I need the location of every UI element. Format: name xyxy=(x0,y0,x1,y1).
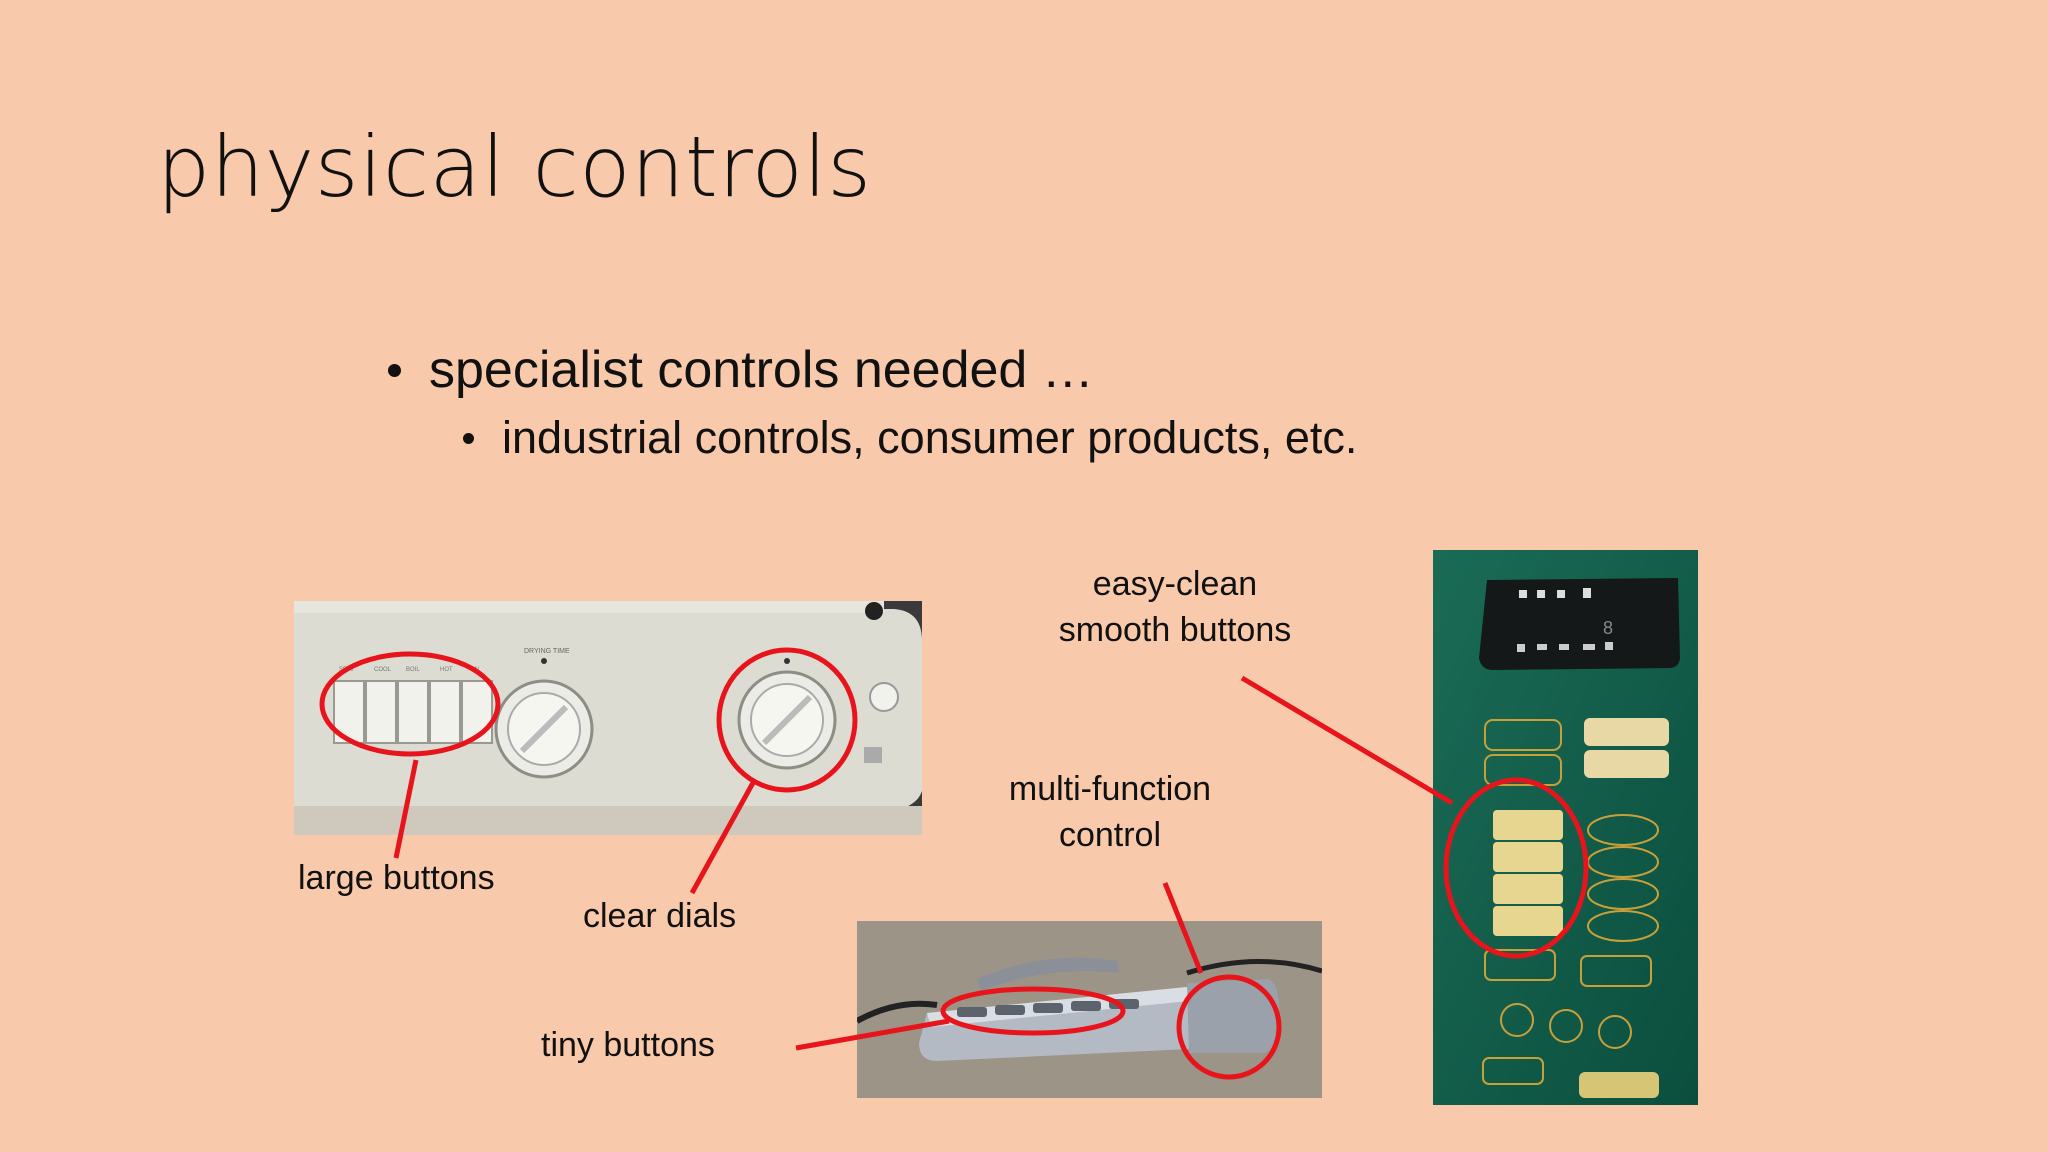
label-easy-clean: easy-clean smooth buttons xyxy=(1040,561,1310,653)
pointer-line xyxy=(1162,882,1204,974)
bullet-dot-icon xyxy=(463,432,474,444)
microwave-panel-photo: 8 xyxy=(1433,550,1698,1105)
svg-text:HOT: HOT xyxy=(440,667,453,673)
bullet-dot-icon xyxy=(388,363,401,377)
sub-bullet-text: industrial controls, consumer products, … xyxy=(502,412,1358,463)
slide-title: physical controls xyxy=(157,118,872,216)
label-easy-clean-line1: easy-clean xyxy=(1092,565,1258,603)
svg-text:8: 8 xyxy=(1603,618,1613,638)
pointer-line xyxy=(689,779,757,895)
label-large-buttons: large buttons xyxy=(298,859,495,897)
remote-control-photo xyxy=(857,921,1322,1098)
label-clear-dials: clear dials xyxy=(583,897,737,935)
bullet-item: specialist controls needed … xyxy=(388,340,1094,400)
pointer-line xyxy=(1240,675,1454,806)
svg-text:COOL: COOL xyxy=(374,667,392,673)
pointer-line xyxy=(393,759,419,859)
svg-text:BOIL: BOIL xyxy=(406,667,420,673)
label-easy-clean-line2: smooth buttons xyxy=(1058,611,1292,649)
label-multi-function: multi-function control xyxy=(990,766,1230,858)
svg-text:DRYING TIME: DRYING TIME xyxy=(524,648,570,655)
pointer-line xyxy=(795,1018,950,1051)
label-tiny-buttons: tiny buttons xyxy=(541,1026,715,1064)
label-multi-function-line2: control xyxy=(1058,816,1162,854)
bullet-text: specialist controls needed … xyxy=(429,341,1094,399)
label-multi-function-line1: multi-function xyxy=(1008,770,1212,808)
sub-bullet-item: industrial controls, consumer products, … xyxy=(463,412,1357,464)
